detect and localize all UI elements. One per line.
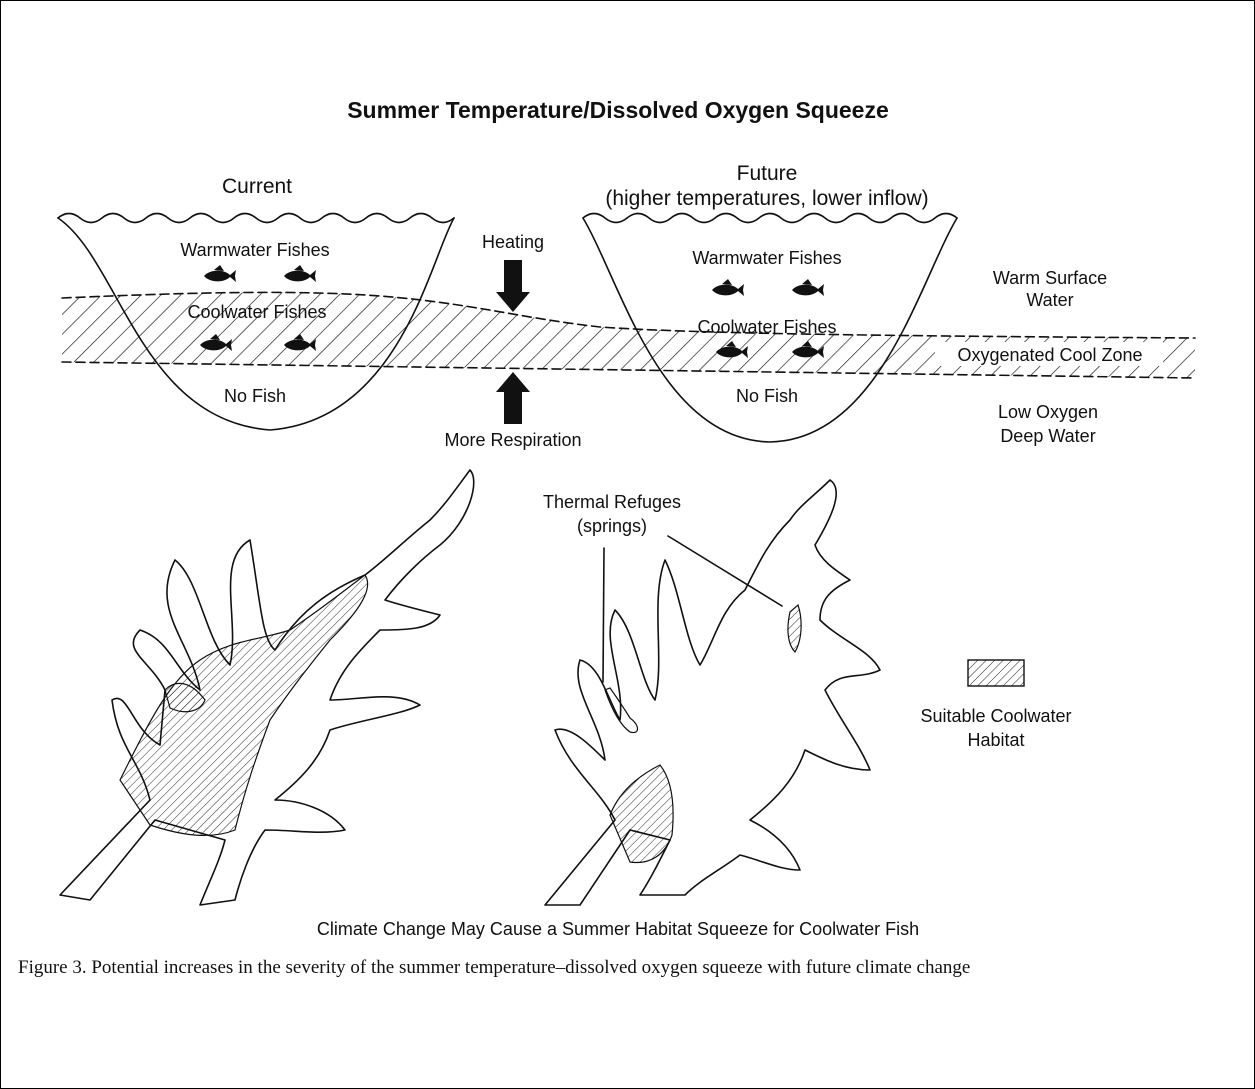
figure-caption: Figure 3. Potential increases in the sev… bbox=[18, 957, 971, 978]
heating-label: Heating bbox=[482, 232, 544, 252]
coolwater-fishes-label: Coolwater Fishes bbox=[697, 317, 836, 337]
oxygenated-cool-zone-label: Oxygenated Cool Zone bbox=[957, 345, 1142, 365]
warm-surface-water-label: Warm Surface bbox=[993, 268, 1107, 288]
cool-zone-bottom-boundary bbox=[61, 361, 1196, 379]
oxygenated-cool-zone-band bbox=[62, 292, 1195, 378]
refuge-leader-line bbox=[602, 547, 605, 683]
future-lake-basin bbox=[582, 212, 958, 443]
no-fish-label: No Fish bbox=[224, 386, 286, 406]
current-suitable-habitat bbox=[119, 574, 369, 837]
legend-label: Suitable Coolwater bbox=[920, 706, 1071, 726]
warmwater-fish-icon bbox=[792, 279, 824, 296]
respiration-arrow-icon bbox=[496, 372, 530, 424]
warmwater-fish-icon bbox=[204, 265, 236, 282]
thermal-refuge-spring bbox=[787, 603, 802, 653]
warmwater-fishes-label: Warmwater Fishes bbox=[692, 248, 841, 268]
current-lake-map bbox=[59, 469, 475, 906]
future-label: Future bbox=[737, 162, 798, 185]
cool-zone-top-boundary bbox=[61, 291, 1196, 339]
legend-swatch bbox=[967, 659, 1025, 687]
heating-arrow-icon bbox=[496, 260, 530, 312]
thermal-refuges-subtitle: (springs) bbox=[577, 516, 647, 536]
warmwater-fishes-label: Warmwater Fishes bbox=[180, 240, 329, 260]
warmwater-fish-icon bbox=[284, 265, 316, 282]
deep-water-label: Deep Water bbox=[1000, 426, 1095, 446]
oxygenated-zone-label-bg bbox=[935, 342, 1163, 366]
future-conditions-label: (higher temperatures, lower inflow) bbox=[605, 187, 928, 210]
more-respiration-label: More Respiration bbox=[444, 430, 581, 450]
legend-label-line2: Habitat bbox=[967, 730, 1024, 750]
refuge-leader-line bbox=[667, 535, 783, 607]
current-lake-basin bbox=[57, 212, 455, 431]
warmwater-fish-icon bbox=[712, 279, 744, 296]
diagram-title: Summer Temperature/Dissolved Oxygen Sque… bbox=[347, 97, 889, 123]
future-suitable-habitat bbox=[609, 764, 674, 864]
thermal-refuge-spring bbox=[604, 687, 639, 734]
thermal-refuges-label: Thermal Refuges bbox=[543, 492, 681, 512]
coolwater-fishes-label: Coolwater Fishes bbox=[187, 302, 326, 322]
no-fish-label: No Fish bbox=[736, 386, 798, 406]
future-lake-map bbox=[544, 479, 881, 906]
current-label: Current bbox=[222, 175, 292, 198]
warm-surface-water-label-line2: Water bbox=[1026, 290, 1073, 310]
current-suitable-habitat-arm bbox=[164, 682, 206, 713]
low-oxygen-label: Low Oxygen bbox=[998, 402, 1098, 422]
diagram-subtitle: Climate Change May Cause a Summer Habita… bbox=[317, 919, 919, 939]
